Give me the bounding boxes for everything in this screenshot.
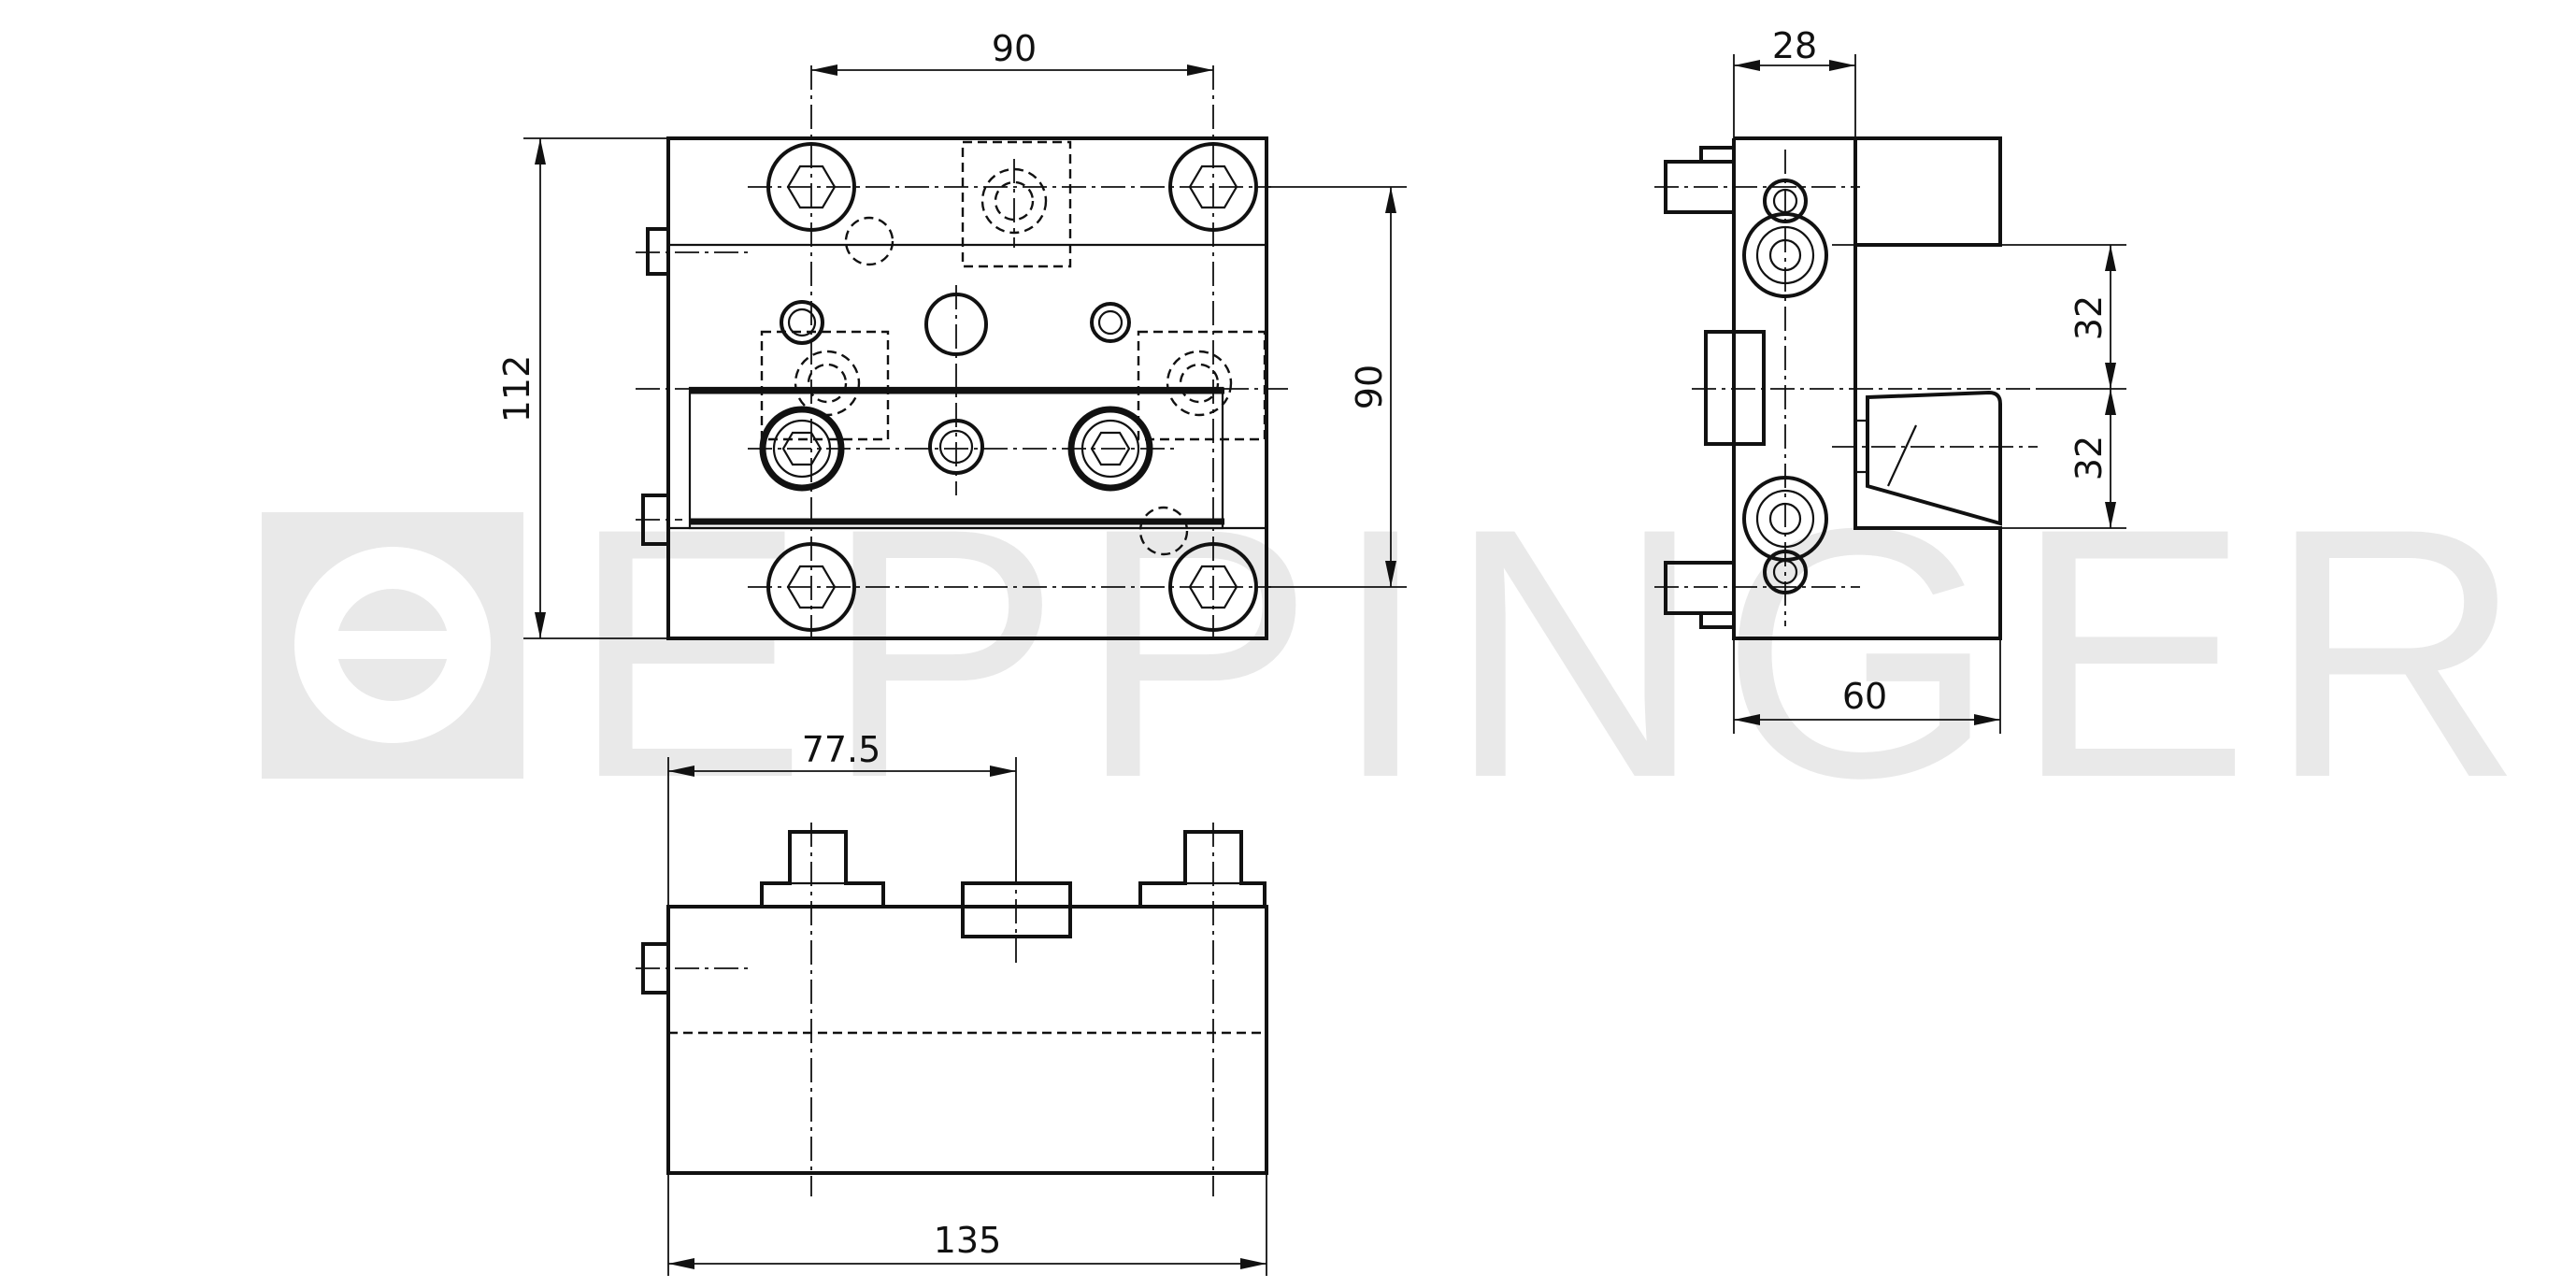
front-center-lines <box>636 65 1290 645</box>
side-locator-block <box>1704 330 1766 446</box>
dim-side-depth: 28 <box>1733 25 1856 138</box>
front-view <box>636 65 1290 645</box>
dim-bottom-offset: 77.5 <box>667 729 1017 907</box>
side-wedge-line <box>1887 424 1917 487</box>
front-hidden-hole-lower-right <box>1138 506 1189 556</box>
dim-right-height: 90 <box>1267 186 1407 588</box>
dim-side-depth-label: 28 <box>1772 25 1817 66</box>
front-hidden-hole-left <box>794 350 861 417</box>
dim-side-width-label: 60 <box>1842 676 1887 717</box>
dim-side-width: 60 <box>1733 638 2001 734</box>
front-left-pin <box>646 227 670 276</box>
front-hidden-hole-top <box>980 167 1048 235</box>
side-pin-top-step <box>1699 146 1734 162</box>
dim-bottom-length-label: 135 <box>934 1220 1002 1261</box>
side-wedge-clamp <box>1866 390 2002 526</box>
side-pin-bottom-step <box>1699 613 1734 629</box>
front-hidden-hole-upper-left <box>844 216 894 266</box>
bottom-body <box>666 905 1268 1175</box>
dim-bottom-length: 135 <box>667 1173 1267 1276</box>
watermark-text: EPPINGER <box>570 454 2540 852</box>
bottom-stud-left <box>760 830 885 907</box>
dim-right-height-label: 90 <box>1349 365 1390 409</box>
dim-side-lower-label: 32 <box>2068 436 2110 480</box>
front-small-hole-left <box>780 300 824 345</box>
watermark: EPPINGER <box>262 454 2540 852</box>
side-center-lines <box>1654 150 2038 626</box>
dim-top-width-label: 90 <box>992 28 1037 69</box>
bottom-center-lines <box>636 823 1214 1196</box>
front-small-hole-right <box>1090 302 1131 343</box>
dim-top-width: 90 <box>811 28 1213 76</box>
front-hidden-box-top <box>961 140 1072 268</box>
dim-bottom-offset-label: 77.5 <box>802 729 881 770</box>
bottom-view <box>636 823 1268 1196</box>
side-top-arm-detail <box>1853 136 2002 247</box>
front-hidden-box-left <box>760 330 890 441</box>
dim-side-lower: 32 <box>2000 389 2126 529</box>
side-view <box>1654 136 2038 640</box>
dim-total-height: 112 <box>496 137 668 639</box>
front-hidden-hole-right <box>1166 350 1233 417</box>
dim-side-upper: 32 <box>1832 244 2126 390</box>
dim-side-upper-label: 32 <box>2068 295 2110 340</box>
watermark-logo-bar <box>329 631 469 659</box>
front-hidden-box-right <box>1137 330 1267 441</box>
dim-total-height-label: 112 <box>496 355 537 423</box>
